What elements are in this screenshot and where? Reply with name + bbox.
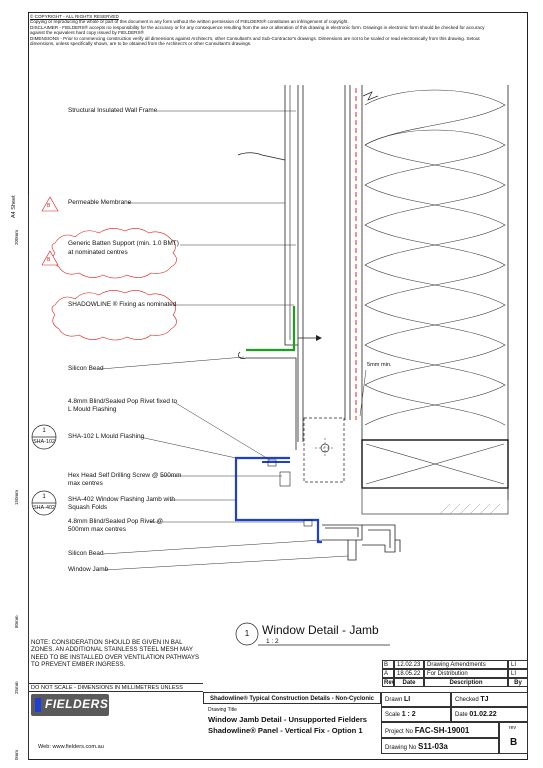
label-rivet-1b: L Mould Flashing bbox=[68, 406, 117, 413]
label-permeable-membrane: Permeable Membrane bbox=[68, 199, 132, 206]
bal-note: NOTE: CONSIDERATION SHOULD BE GIVEN IN B… bbox=[31, 639, 200, 669]
drawn-value: LI bbox=[404, 696, 411, 703]
label-jamb-a: SHA-402 Window Flashing Jamb with bbox=[68, 496, 175, 503]
callout-2-num: 1 bbox=[42, 494, 46, 500]
label-min-gap: 5mm min. bbox=[367, 362, 392, 368]
label-window-jamb: Window Jamb bbox=[68, 566, 109, 573]
disclaimer-text: DISCLAIMER - FIELDERS® accepts no respon… bbox=[30, 24, 485, 36]
dimensions-text: DIMENSIONS - Prior to commencing constru… bbox=[30, 35, 480, 47]
label-rivet-2a: 4.8mm Blind/Sealed Pop Rivet @ bbox=[68, 518, 163, 525]
disclaimer-block: © COPYRIGHT - ALL RIGHTS RESERVED Copyin… bbox=[30, 14, 500, 46]
copyright-title: © COPYRIGHT - ALL RIGHTS RESERVED bbox=[30, 14, 119, 19]
rev-header-rev: Rev bbox=[382, 678, 396, 687]
rev-row-2-desc: For Distribution bbox=[424, 669, 508, 678]
rev-row-2-rev: A bbox=[382, 669, 394, 678]
date-value: 01.02.22 bbox=[469, 711, 497, 718]
scale-value: 1 : 2 bbox=[401, 711, 416, 718]
label-screw-b: max centres bbox=[68, 480, 103, 487]
label-rivet-2b: 500mm max centres bbox=[68, 526, 126, 533]
drawing-title-line1: Window Jamb Detail - Unsupported Fielder… bbox=[208, 715, 367, 724]
label-batten-2: at nominated centres bbox=[68, 249, 128, 256]
do-not-scale: DO NOT SCALE - DIMENSIONS IN MILLIMETRES… bbox=[28, 683, 203, 700]
checked-value: TJ bbox=[480, 696, 489, 703]
project-cell: Project No FAC-SH-19001 bbox=[381, 722, 499, 738]
drawing-title-line2: Shadowline® Panel - Vertical Fix - Optio… bbox=[208, 726, 363, 735]
rev-row-1-rev: B bbox=[382, 660, 394, 669]
rev-marker-2: B bbox=[47, 257, 51, 263]
drawing-no-cell: Drawing No S11-03a bbox=[381, 738, 499, 754]
detail-scale: 1 : 2 bbox=[266, 638, 279, 645]
drawing-no-label: Drawing No bbox=[385, 745, 417, 751]
drawn-cell: Drawn LI bbox=[381, 692, 451, 707]
label-silicon-bead-2: Silicon Bead bbox=[68, 550, 104, 557]
rev-row-1-by: LI bbox=[508, 660, 528, 669]
checked-label: Checked bbox=[455, 697, 479, 703]
callout-1-ref[interactable]: SHA-102 bbox=[33, 439, 55, 445]
label-silicon-bead-1: Silicon Bead bbox=[68, 365, 104, 372]
rev-row-2-by: LI bbox=[508, 669, 528, 678]
drawing-title-label: Drawing Title bbox=[208, 707, 237, 713]
copyright-text: Copying or reproducing the whole or part… bbox=[30, 19, 349, 25]
detail-title: Window Detail - Jamb bbox=[262, 623, 379, 637]
rev-row-1-desc: Drawing Amendments bbox=[424, 660, 508, 669]
rev-marker-1: B bbox=[47, 203, 51, 209]
checked-cell: Checked TJ bbox=[451, 692, 528, 707]
series-title: Shadowline® Typical Construction Details… bbox=[203, 692, 381, 704]
date-cell: Date 01.02.22 bbox=[451, 707, 528, 722]
rev-cell: rev B bbox=[499, 722, 528, 754]
rev-header-by: By bbox=[508, 678, 528, 687]
project-label: Project No bbox=[385, 729, 414, 735]
label-sip-frame: Structural Insulated Wall Frame bbox=[68, 107, 158, 114]
logo-mark-icon bbox=[35, 698, 41, 712]
drawing-no-value: S11-03a bbox=[418, 742, 448, 751]
scale-label: Scale bbox=[385, 712, 401, 718]
label-l-mould: SHA-102 L Mould Flashing bbox=[68, 433, 145, 440]
label-batten-1: Generic Batten Support (min. 1.0 BMT) bbox=[68, 240, 179, 247]
drawn-label: Drawn bbox=[385, 697, 403, 703]
detail-number: 1 bbox=[244, 629, 250, 638]
rev-header-desc: Description bbox=[424, 678, 508, 687]
rev-value: B bbox=[510, 737, 518, 748]
label-screw-a: Hex Head Self Drilling Screw @ 500mm bbox=[68, 472, 182, 479]
rev-header-date: Date bbox=[394, 678, 424, 687]
fielders-logo: FIELDERS bbox=[31, 694, 109, 716]
ruler-line bbox=[28, 195, 29, 760]
project-value: FAC-SH-19001 bbox=[414, 726, 470, 735]
website[interactable]: Web: www.fielders.com.au bbox=[38, 744, 104, 750]
label-rivet-1a: 4.8mm Blind/Sealed Pop Rivet fixed to bbox=[68, 398, 178, 405]
label-jamb-b: Squash Folds bbox=[68, 504, 108, 511]
rev-row-2-date: 18.05.22 bbox=[394, 669, 424, 678]
logo-text: FIELDERS bbox=[45, 697, 109, 711]
rev-label: rev bbox=[509, 725, 516, 731]
callout-2-ref[interactable]: SHA-402 bbox=[33, 505, 55, 511]
label-fixing: SHADOWLINE ® Fixing as nominated bbox=[68, 301, 177, 308]
scale-cell: Scale 1 : 2 bbox=[381, 707, 451, 722]
date-label: Date bbox=[455, 712, 468, 718]
callout-1-num: 1 bbox=[42, 428, 46, 434]
rev-row-1-date: 12.02.23 bbox=[394, 660, 424, 669]
